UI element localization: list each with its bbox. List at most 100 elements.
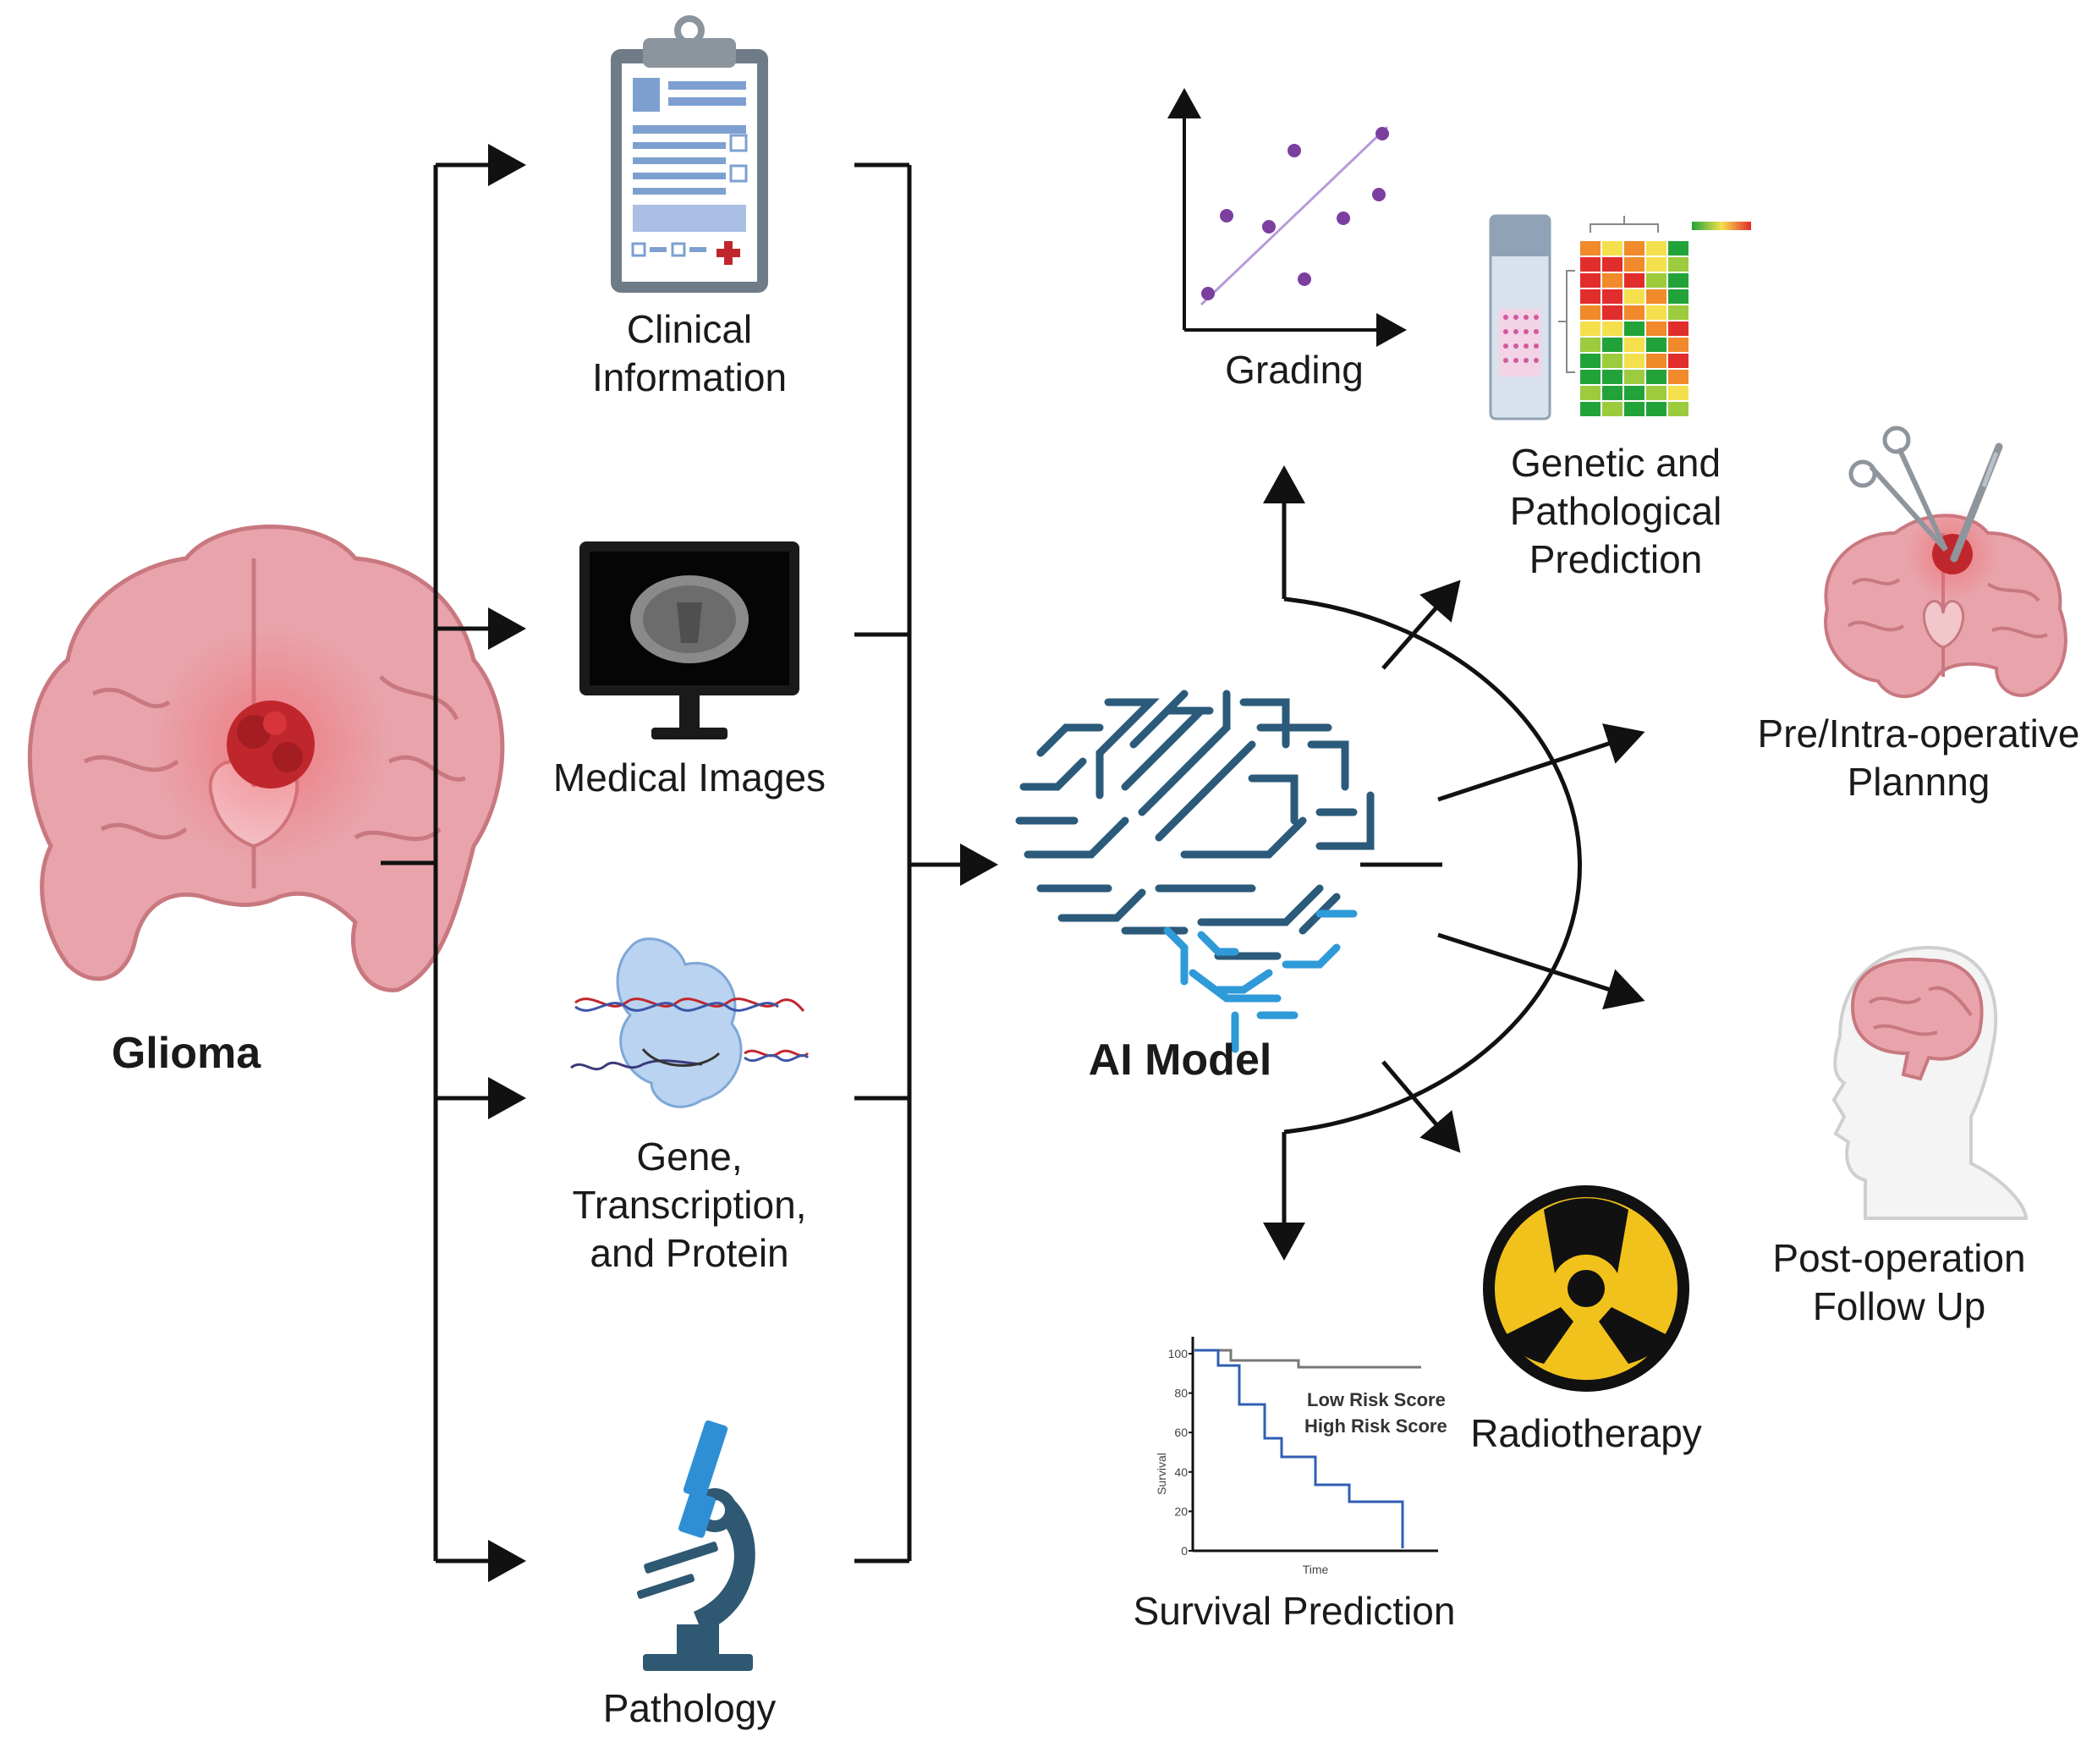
heatmap-cell	[1602, 386, 1623, 400]
heatmap-cell	[1624, 273, 1644, 288]
heatmap-cell	[1602, 273, 1623, 288]
ai-model-label: AI Model	[1089, 1036, 1272, 1085]
heatmap-cell	[1646, 338, 1666, 352]
heatmap-cell	[1580, 354, 1601, 368]
heatmap-cell	[1646, 402, 1666, 416]
heatmap-cell	[1668, 370, 1688, 384]
heatmap-cell	[1646, 354, 1666, 368]
heatmap-slide-icon	[1489, 214, 1751, 420]
grading-scatter-icon	[1167, 88, 1407, 347]
heatmap-cell	[1602, 257, 1623, 272]
high-risk-legend: High Risk Score	[1304, 1415, 1447, 1437]
survival-ytick-label: 80	[1174, 1387, 1188, 1400]
input-bracket	[381, 144, 526, 1582]
survival-axis-ylabel: Survival	[1155, 1453, 1168, 1495]
heatmap-cell	[1580, 241, 1601, 256]
heatmap-cell	[1624, 289, 1644, 304]
heatmap-cell	[1646, 305, 1666, 320]
medical-images-label: Medical Images	[553, 756, 826, 800]
heatmap-cell	[1668, 305, 1688, 320]
survival-ytick-label: 0	[1181, 1544, 1188, 1558]
heatmap-cell	[1624, 386, 1644, 400]
heatmap-cell	[1668, 257, 1688, 272]
low-risk-curve	[1194, 1349, 1421, 1369]
heatmap-cell	[1602, 354, 1623, 368]
heatmap-cell	[1602, 402, 1623, 416]
heatmap-cell	[1602, 305, 1623, 320]
heatmap-cell	[1668, 386, 1688, 400]
heatmap-cell	[1580, 370, 1601, 384]
postop-label-line1: Post-operation	[1772, 1236, 2025, 1280]
genetic-label-line1: Genetic and	[1511, 441, 1721, 485]
glioma-brain-icon	[27, 525, 505, 992]
heatmap-cell	[1668, 354, 1688, 368]
heatmap-cell	[1580, 273, 1601, 288]
heatmap-cell	[1580, 402, 1601, 416]
heatmap-cell	[1602, 321, 1623, 336]
heatmap-cell	[1580, 289, 1601, 304]
heatmap-cell	[1624, 257, 1644, 272]
heatmap-cell	[1602, 241, 1623, 256]
heatmap-cell	[1624, 321, 1644, 336]
heatmap-cell	[1602, 338, 1623, 352]
clinical-information-label-line2: Information	[592, 355, 787, 399]
heatmap-cell	[1624, 305, 1644, 320]
grading-label: Grading	[1225, 348, 1364, 392]
heatmap-cell	[1602, 289, 1623, 304]
heatmap-cell	[1646, 386, 1666, 400]
heatmap-cell	[1580, 321, 1601, 336]
heatmap-cell	[1668, 321, 1688, 336]
heatmap-cell	[1646, 257, 1666, 272]
survival-axis-xlabel: Time	[1303, 1563, 1329, 1576]
high-risk-curve	[1194, 1349, 1404, 1548]
glioma-label: Glioma	[112, 1029, 261, 1078]
survival-curve-chart: 100 80 60 40 20 0 Survival Time Low Risk Scor…	[1155, 1337, 1447, 1576]
heatmap-cell	[1668, 289, 1688, 304]
heatmap-cell	[1668, 402, 1688, 416]
gene-label-line3: and Protein	[590, 1231, 788, 1275]
heatmap-cell	[1580, 338, 1601, 352]
heatmap-cell	[1624, 370, 1644, 384]
merge-bracket	[854, 162, 998, 1563]
heatmap-cell	[1668, 241, 1688, 256]
survival-prediction-label: Survival Prediction	[1134, 1589, 1456, 1633]
surgery-brain-icon	[1824, 426, 2067, 699]
head-profile-icon	[1831, 945, 2029, 1220]
heatmap-cell	[1646, 370, 1666, 384]
radiation-icon	[1483, 1185, 1689, 1392]
clinical-information-label-line1: Clinical	[627, 307, 752, 351]
heatmap-cell	[1602, 370, 1623, 384]
genetic-label-line3: Prediction	[1529, 537, 1703, 581]
gene-label-line1: Gene,	[636, 1135, 742, 1179]
clipboard-icon	[611, 15, 768, 293]
survival-ytick-label: 20	[1174, 1504, 1188, 1518]
gene-label-line2: Transcription,	[573, 1183, 807, 1227]
heatmap-cell	[1624, 241, 1644, 256]
postop-label-line2: Follow Up	[1813, 1284, 1986, 1328]
low-risk-legend: Low Risk Score	[1307, 1389, 1446, 1410]
heatmap-cell	[1624, 354, 1644, 368]
heatmap-cell	[1646, 241, 1666, 256]
heatmap-cell	[1580, 257, 1601, 272]
heatmap-cell	[1580, 386, 1601, 400]
preop-label-line1: Pre/Intra-operative	[1758, 712, 2080, 756]
survival-ytick-label: 100	[1168, 1347, 1189, 1360]
heatmap-cell	[1580, 305, 1601, 320]
heatmap-cell	[1646, 321, 1666, 336]
heatmap-cell	[1624, 402, 1644, 416]
heatmap-cell	[1646, 289, 1666, 304]
survival-ytick-label: 40	[1174, 1465, 1188, 1479]
heatmap-cell	[1624, 338, 1644, 352]
heatmap-cell	[1668, 273, 1688, 288]
heatmap-cell	[1646, 273, 1666, 288]
radiotherapy-label: Radiotherapy	[1470, 1411, 1702, 1455]
output-fan	[1263, 465, 1645, 1261]
preop-label-line2: Plannng	[1848, 760, 1990, 804]
genetic-label-line2: Pathological	[1510, 489, 1722, 533]
ribosome-protein-icon	[570, 937, 810, 1108]
survival-ytick-label: 60	[1174, 1426, 1188, 1439]
ai-circuit-brain-icon	[1015, 690, 1375, 1053]
heatmap-cell	[1668, 338, 1688, 352]
pathology-label: Pathology	[603, 1686, 777, 1730]
